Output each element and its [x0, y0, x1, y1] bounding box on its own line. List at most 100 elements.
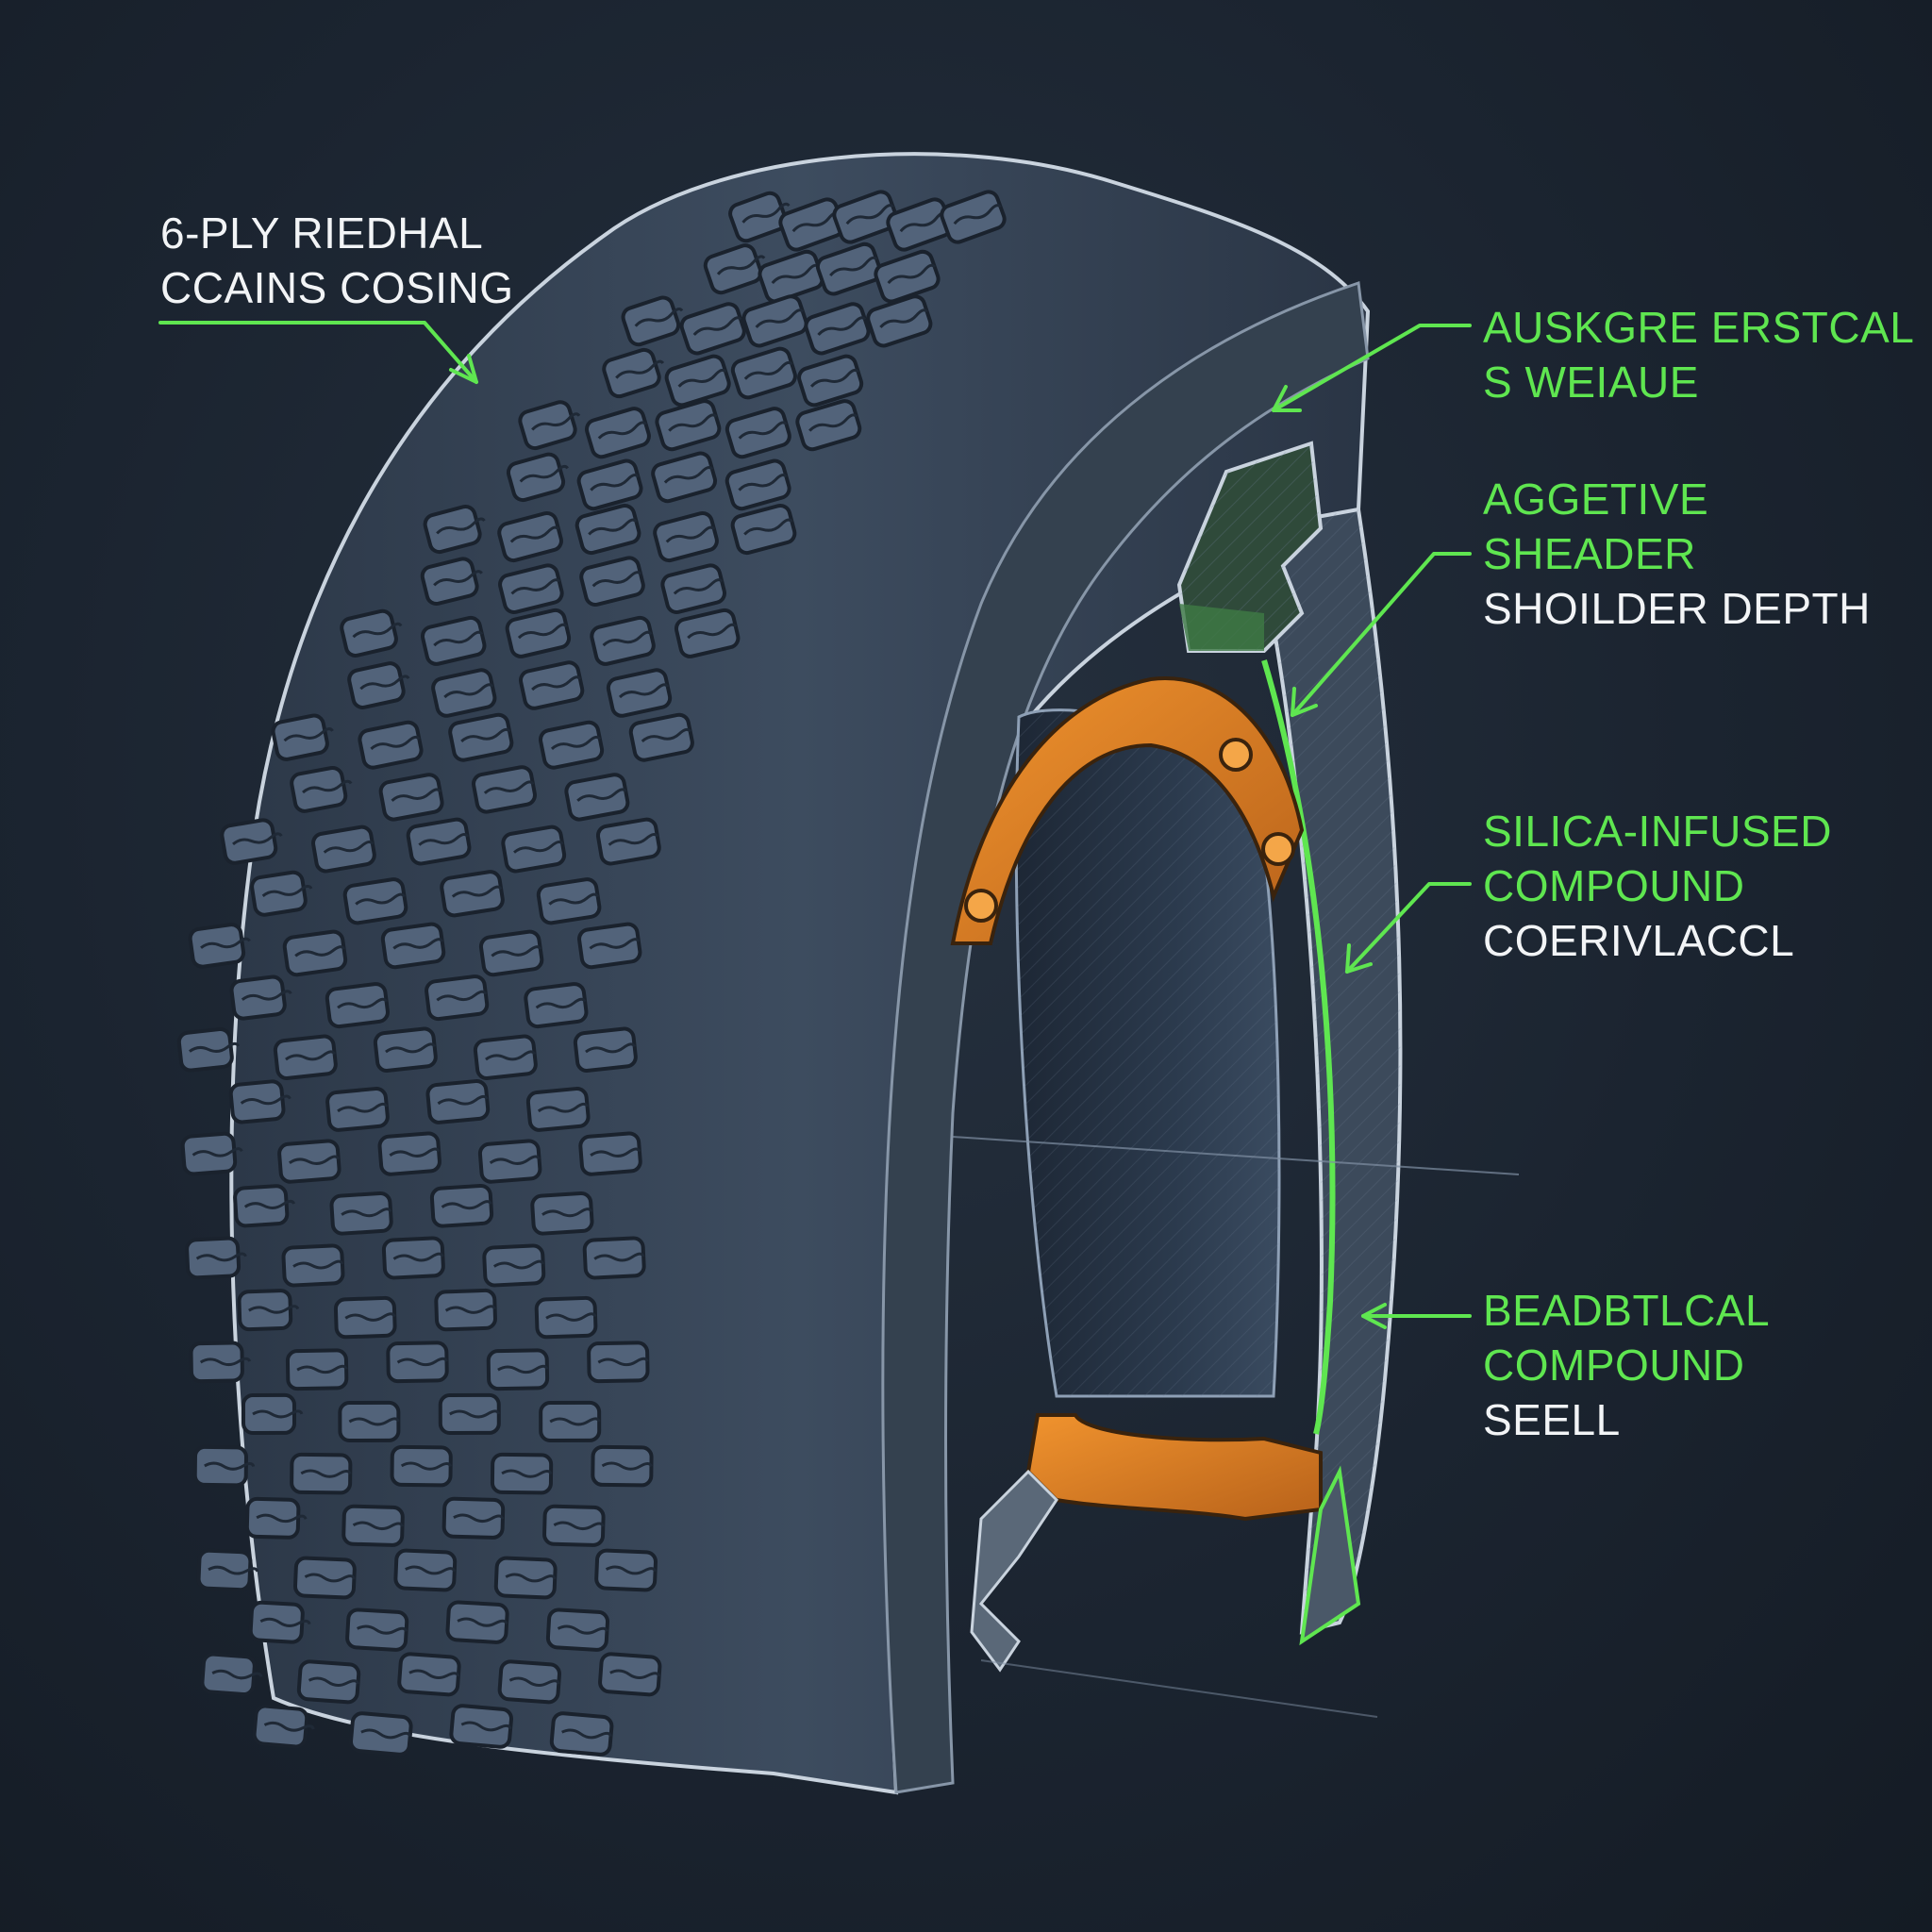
tread-sipe	[510, 578, 561, 595]
tread-sipe	[641, 727, 692, 743]
tread-sipe	[517, 623, 568, 640]
leader-lines	[158, 321, 1472, 1329]
tread-sipe	[585, 1042, 637, 1054]
tread-sipe	[601, 1461, 653, 1471]
tread-sipe	[483, 780, 535, 794]
tread-sipe	[460, 1721, 512, 1732]
tread-sipe	[232, 832, 283, 846]
tread-sipe	[243, 1199, 296, 1209]
callout-sidewall: AUSKGRE ERSTCAL S WEIAUE	[1483, 300, 1914, 409]
leader-sidewall	[1272, 324, 1472, 412]
callout-casing-line-1: 6-PLY RIEDHAL	[160, 208, 484, 258]
callout-shoulder-line-3: SHOILDER DEPTH	[1483, 584, 1871, 633]
tread-sipe	[673, 578, 724, 595]
tread-sipe	[436, 517, 486, 535]
tread-sipe	[743, 360, 793, 380]
tread-sipe	[248, 1305, 300, 1314]
sidewall	[881, 280, 1370, 1794]
tread-sipe	[531, 412, 581, 431]
tread-sipe	[294, 945, 345, 958]
tread-sipe	[743, 518, 793, 536]
tread-sipe	[501, 1469, 553, 1478]
tread-sipe	[548, 892, 600, 906]
tread-sipe	[323, 841, 375, 854]
callout-casing: 6-PLY RIEDHAL CCAINS COSING	[160, 206, 514, 315]
tread-sipe	[485, 1050, 537, 1061]
tread-sipe	[211, 1669, 263, 1680]
leader-casing	[158, 321, 478, 384]
callout-silica-line-2: COMPOUND	[1483, 861, 1745, 910]
callout-bead-line-2: COMPOUND	[1483, 1341, 1745, 1390]
tread-sipe	[296, 1364, 348, 1374]
tread-sipe	[392, 938, 444, 950]
callout-sidewall-line-2: S WEIAUE	[1483, 358, 1699, 407]
tread-sipe	[817, 316, 867, 336]
tread-sipe	[590, 473, 640, 491]
tread-sipe	[741, 202, 791, 224]
tread-sipe	[433, 630, 484, 647]
tread-sipe	[352, 622, 403, 639]
tread-sipe	[663, 465, 714, 484]
tread-sipe	[195, 1252, 247, 1262]
callout-casing-line-2: CCAINS COSING	[160, 263, 514, 312]
tread-sipe	[537, 1102, 589, 1113]
tread-sipe	[449, 1409, 501, 1419]
tread-sipe	[204, 1461, 256, 1471]
tread-sipe	[433, 570, 483, 587]
tread-sipe	[457, 1617, 508, 1627]
tread-sipe	[308, 1676, 359, 1687]
arrowhead-icon	[449, 354, 478, 384]
tread-sipe	[200, 937, 251, 949]
tread-sipe	[589, 938, 641, 950]
tread-sipe	[505, 1573, 557, 1583]
tread-sipe	[199, 1357, 252, 1367]
tread-sipe	[618, 683, 670, 699]
tread-sipe	[597, 421, 647, 440]
tread-sipe	[602, 630, 653, 647]
tread-sipe	[240, 1094, 291, 1106]
tread-sipe	[460, 727, 511, 743]
tread-sipe	[576, 788, 627, 802]
tread-sipe	[261, 885, 313, 898]
tread-sipe	[408, 1669, 460, 1679]
tread-sipe	[597, 1357, 649, 1367]
tread-sipe	[302, 779, 353, 794]
tread-sipe	[550, 735, 602, 751]
tread-sipe	[845, 204, 894, 225]
tread-sipe	[418, 833, 469, 846]
tread-sipe	[608, 833, 659, 846]
tread-sipe	[549, 1417, 601, 1426]
lower-bead-seat	[1025, 1413, 1323, 1522]
tread-sipe	[677, 368, 727, 388]
rivet-icon	[1219, 738, 1253, 772]
tread-sipe	[771, 263, 821, 285]
tread-sipe	[513, 841, 564, 854]
tread-sipe	[356, 1624, 408, 1635]
callout-shoulder-line-2: SHEADER	[1483, 529, 1696, 578]
tread-sipe	[687, 623, 738, 640]
callout-bead-line-1: BEADBTLCAL	[1483, 1286, 1771, 1335]
tread-sipe	[405, 1565, 457, 1575]
tread-sipe	[553, 1521, 605, 1531]
tread-sipe	[561, 1728, 612, 1740]
tread-sipe	[391, 788, 441, 802]
tread-sipe	[519, 464, 569, 483]
tread-sipe	[285, 1050, 337, 1061]
tread-sipe	[451, 885, 503, 898]
tread-sipe	[593, 1252, 645, 1262]
tread-sipe	[437, 1094, 489, 1106]
ply-line	[1261, 659, 1336, 1435]
tread-sipe	[809, 368, 859, 388]
callout-shoulder-line-1: AGGETIVE	[1483, 475, 1709, 524]
tread-sipe	[263, 1721, 315, 1732]
tread-sipe	[953, 204, 1002, 225]
tread-sipe	[738, 421, 788, 440]
callout-silica-line-1: SILICA-INFUSED	[1483, 807, 1832, 856]
tread-sipe	[605, 1565, 658, 1575]
tread-sipe	[545, 1312, 597, 1322]
tread-sipe	[887, 263, 936, 285]
tread-sipe	[208, 1565, 259, 1575]
tread-sipe	[385, 1042, 437, 1054]
tread-sipe	[829, 256, 878, 277]
tread-sipe	[443, 683, 494, 699]
